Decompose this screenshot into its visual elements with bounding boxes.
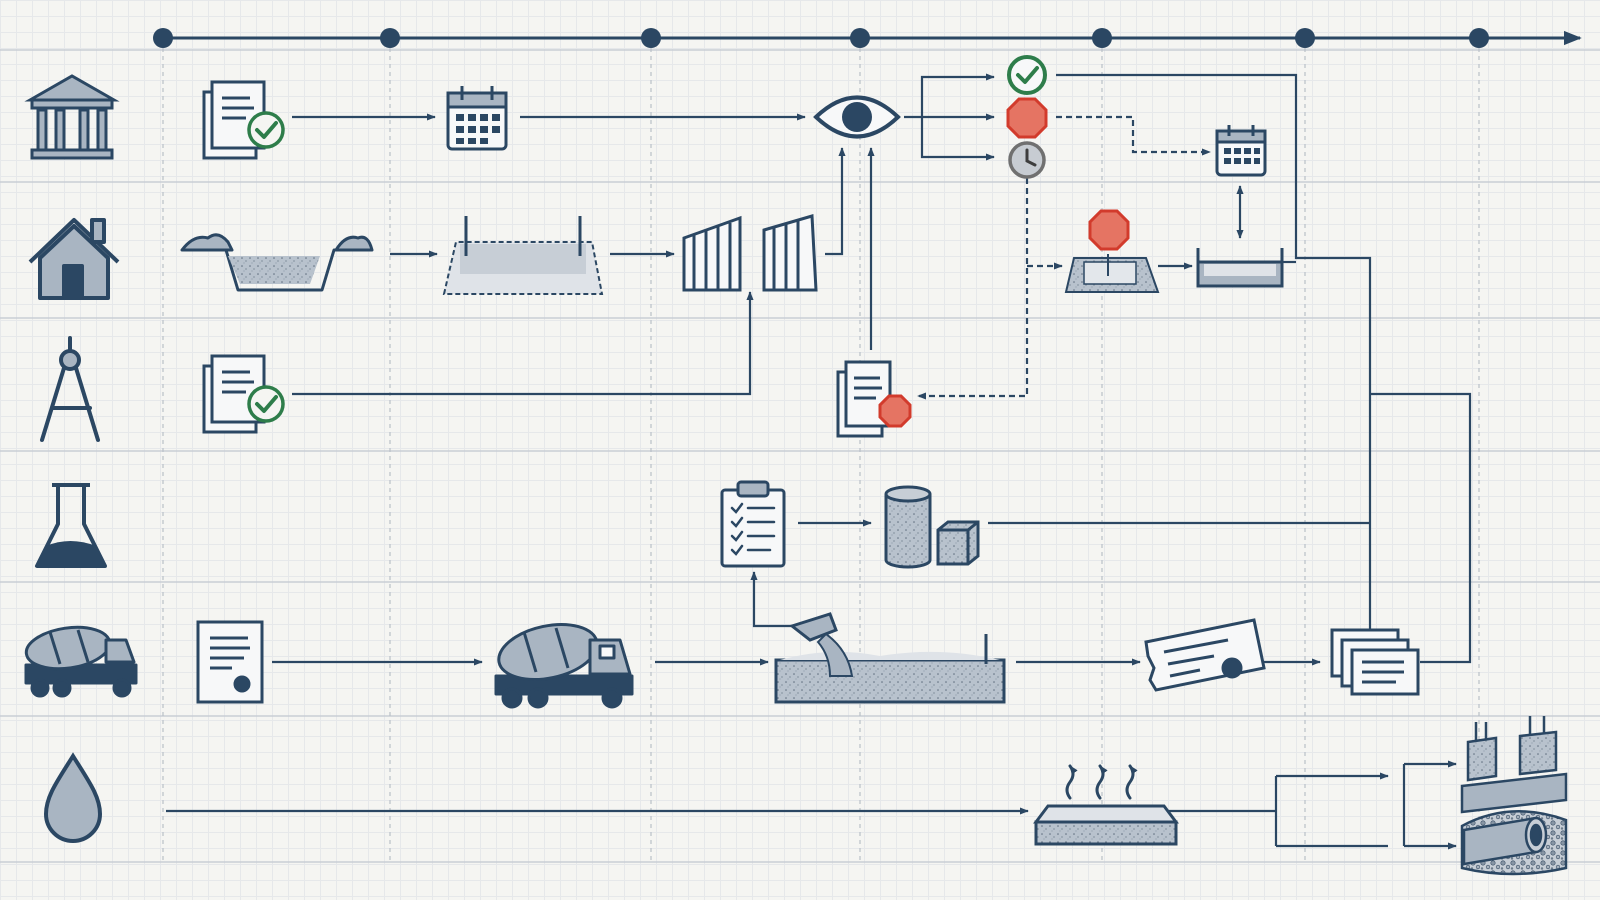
timeline	[153, 28, 1582, 48]
drafting-compass-icon	[40, 336, 100, 442]
document-stop-icon	[836, 360, 912, 438]
connector	[920, 117, 995, 161]
connector	[1370, 392, 1472, 664]
connector	[1056, 115, 1211, 156]
connector	[825, 147, 846, 256]
document-check-icon	[202, 80, 285, 160]
timeline-milestone	[380, 28, 400, 48]
formwork-layout-icon	[442, 216, 604, 295]
lane-grid	[0, 49, 1600, 863]
water-drop-icon	[43, 752, 103, 843]
formwork-ready-icon	[1196, 248, 1284, 288]
column-grid	[162, 40, 1480, 862]
connector	[750, 571, 802, 628]
timeline-milestone	[641, 28, 661, 48]
concrete-pour-icon	[774, 612, 1006, 704]
connector	[1056, 73, 1372, 644]
mixer-truck-icon	[494, 623, 634, 709]
cylinder-cube-specimens-icon	[884, 485, 980, 569]
connector	[292, 291, 754, 396]
stop-octagon-icon	[1006, 97, 1048, 139]
timeline-milestone	[1469, 28, 1489, 48]
lab-flask-icon	[35, 483, 107, 568]
connectors	[166, 73, 1472, 850]
document-check-icon	[202, 354, 285, 434]
formwork-panels-icon	[682, 214, 818, 292]
timeline-milestone	[153, 28, 173, 48]
delivery-ticket-icon	[1144, 618, 1266, 692]
calendar-icon	[1215, 125, 1267, 177]
check-circle-icon	[1007, 55, 1047, 95]
timeline-milestone	[1295, 28, 1315, 48]
pipe-in-gravel-icon	[1460, 810, 1568, 876]
timeline-milestone	[1092, 28, 1112, 48]
eye-icon	[813, 95, 901, 139]
document-stack-icon	[1330, 628, 1420, 696]
mixer-truck-icon	[24, 625, 138, 698]
government-building-icon	[24, 74, 120, 160]
connector	[917, 178, 1029, 400]
order-document-icon	[196, 620, 264, 704]
clock-icon	[1008, 141, 1046, 179]
timeline-milestone	[850, 28, 870, 48]
stopped-trench-icon	[1064, 209, 1160, 293]
excavation-icon	[180, 233, 374, 292]
clipboard-checklist-icon	[720, 480, 786, 568]
steaming-slab-icon	[1033, 764, 1179, 846]
calendar-icon	[446, 86, 508, 151]
connector	[920, 73, 995, 117]
concrete-walls-icon	[1460, 716, 1568, 814]
house-icon	[28, 218, 120, 300]
